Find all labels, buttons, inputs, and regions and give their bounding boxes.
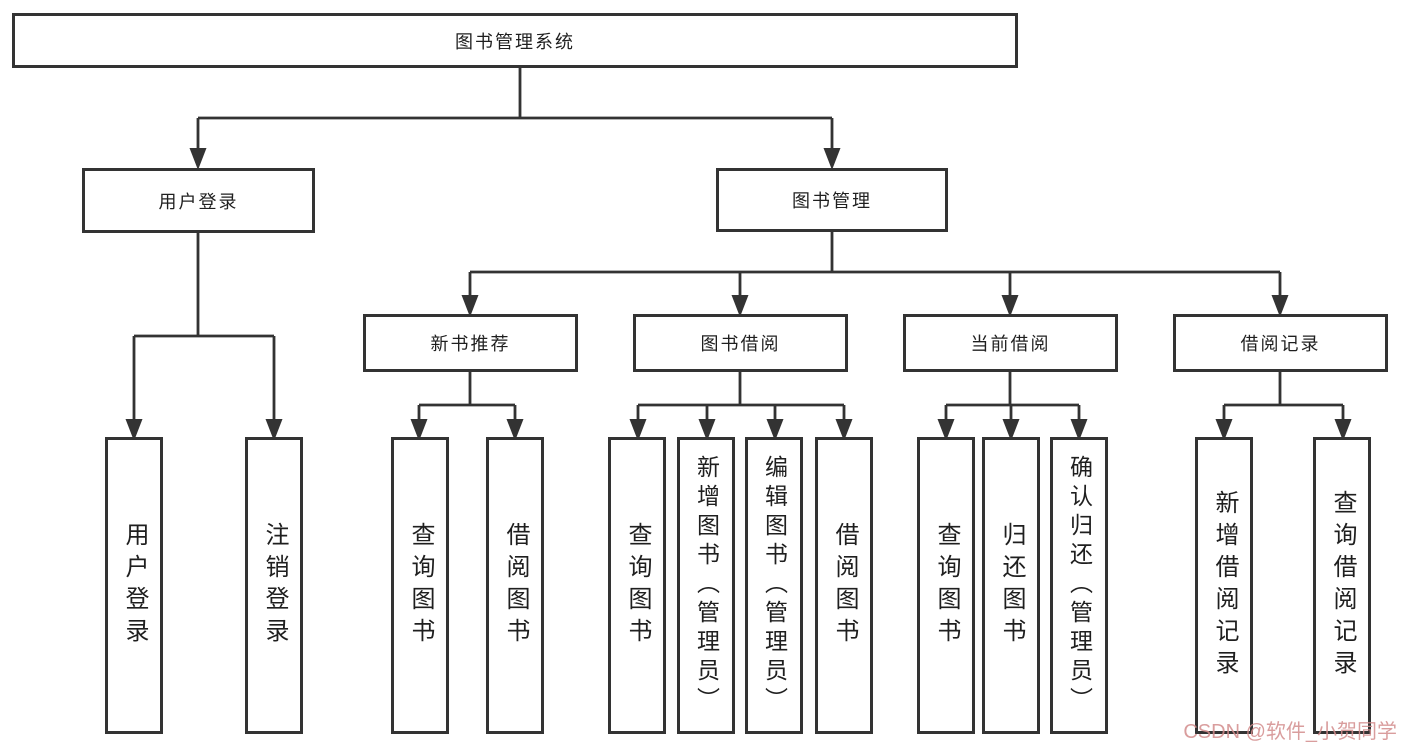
leaf-return-books: 归还图书 (982, 437, 1040, 734)
node-label: 新增图书（管理员） (693, 455, 720, 716)
node-label: 借阅图书 (502, 521, 529, 650)
node-label: 注销登录 (261, 521, 288, 650)
node-label: 查询借阅记录 (1329, 489, 1356, 682)
leaf-add-borrow-record: 新增借阅记录 (1195, 437, 1253, 734)
node-label: 图书管理系统 (455, 31, 575, 52)
leaf-query-books-borrow: 查询图书 (608, 437, 666, 734)
node-new-book-recommend: 新书推荐 (363, 314, 578, 372)
node-label: 当前借阅 (970, 334, 1051, 354)
node-label: 查询图书 (624, 521, 651, 650)
leaf-query-books-current: 查询图书 (917, 437, 975, 734)
node-label: 新书推荐 (430, 334, 511, 354)
leaf-edit-books-admin: 编辑图书（管理员） (745, 437, 803, 734)
leaf-query-borrow-record: 查询借阅记录 (1313, 437, 1371, 734)
node-book-management: 图书管理 (716, 168, 948, 232)
leaf-query-books-recommend: 查询图书 (391, 437, 449, 734)
leaf-borrow-books: 借阅图书 (815, 437, 873, 734)
node-label: 用户登录 (158, 191, 239, 212)
node-label: 用户登录 (121, 521, 148, 650)
leaf-logout: 注销登录 (245, 437, 303, 734)
node-user-login: 用户登录 (82, 168, 315, 233)
node-label: 查询图书 (933, 521, 960, 650)
node-borrow-records: 借阅记录 (1173, 314, 1388, 372)
leaf-confirm-return-admin: 确认归还（管理员） (1050, 437, 1108, 734)
csdn-watermark: CSDN @软件_小贺同学 (1183, 721, 1397, 743)
node-label: 新增借阅记录 (1211, 489, 1238, 682)
leaf-add-books-admin: 新增图书（管理员） (677, 437, 735, 734)
node-root-library-system: 图书管理系统 (12, 13, 1018, 68)
node-label: 借阅记录 (1240, 334, 1321, 354)
leaf-borrow-books-recommend: 借阅图书 (486, 437, 544, 734)
node-current-borrow: 当前借阅 (903, 314, 1118, 372)
node-book-borrow: 图书借阅 (633, 314, 848, 372)
node-label: 编辑图书（管理员） (761, 455, 788, 716)
node-label: 借阅图书 (831, 521, 858, 650)
node-label: 查询图书 (407, 521, 434, 650)
node-label: 图书管理 (792, 191, 872, 211)
node-label: 归还图书 (998, 521, 1025, 650)
node-label: 图书借阅 (700, 334, 781, 354)
node-label: 确认归还（管理员） (1066, 455, 1093, 716)
leaf-user-login: 用户登录 (105, 437, 163, 734)
